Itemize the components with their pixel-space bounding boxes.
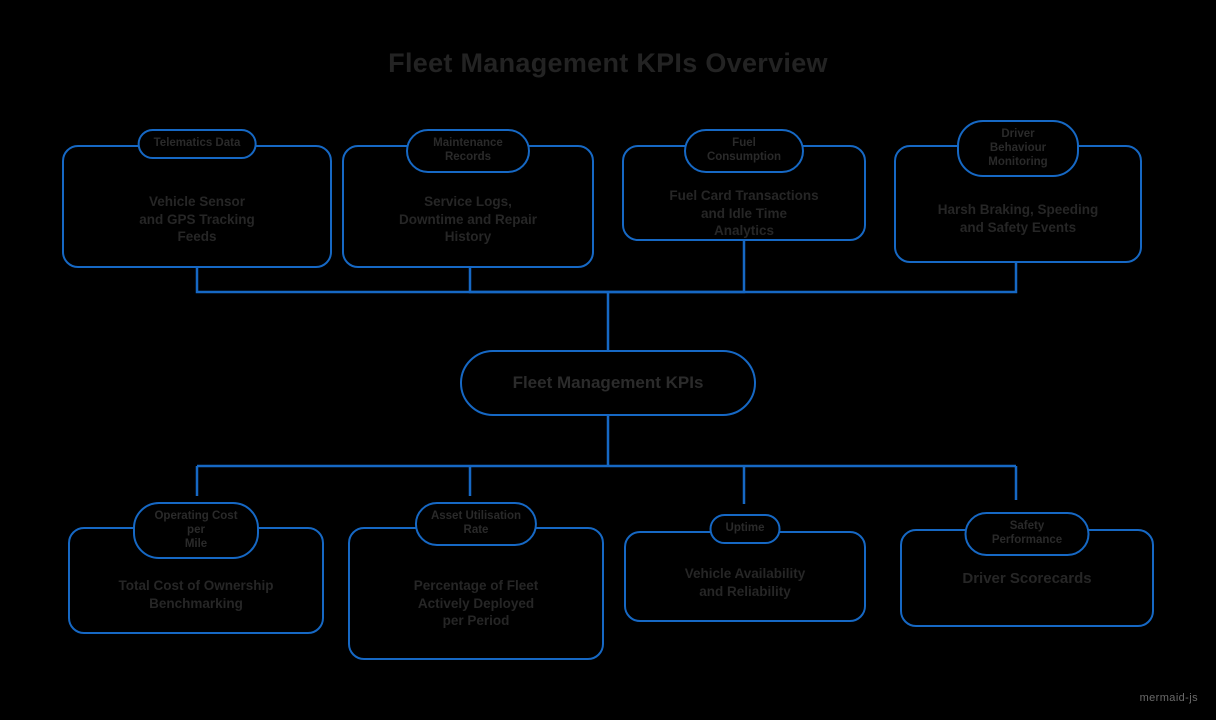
edge-in4-hub [608,263,1018,294]
node-header: Operating Cost per Mile [133,502,259,560]
node-body: Service Logs, Downtime and Repair Histor… [398,194,538,245]
node-maintenance-records[interactable]: Maintenance Records Service Logs, Downti… [342,129,594,268]
node-operating-cost-per-mile[interactable]: Operating Cost per Mile Total Cost of Ow… [68,502,324,634]
node-header: Maintenance Records [406,129,530,173]
node-telematics-data[interactable]: Telematics Data Vehicle Sensor and GPS T… [62,129,332,268]
node-body: Fuel Card Transactions and Idle Time Ana… [669,188,819,239]
node-body: Driver Scorecards [962,570,1092,587]
node-driver-behaviour[interactable]: Driver Behaviour Monitoring Harsh Brakin… [894,120,1142,263]
node-body: Vehicle Sensor and GPS Tracking Feeds [139,194,255,245]
node-safety-performance[interactable]: Safety Performance Driver Scorecards [900,512,1154,627]
watermark: mermaid-js [1139,692,1198,704]
node-header: Driver Behaviour Monitoring [957,120,1079,178]
node-body: Percentage of Fleet Actively Deployed pe… [413,578,539,629]
node-header: Safety Performance [964,512,1090,556]
page-title: Fleet Management KPIs Overview [388,48,828,78]
node-fleet-management-kpis[interactable]: Fleet Management KPIs [460,350,756,416]
node-header: Uptime [709,514,781,544]
edge-in3-hub [608,241,746,294]
node-body: Harsh Braking, Speeding and Safety Event… [937,202,1099,235]
node-body: Vehicle Availability and Reliability [684,566,806,599]
node-body: Total Cost of Ownership Benchmarking [118,578,274,611]
node-asset-utilisation-rate[interactable]: Asset Utilisation Rate Percentage of Fle… [348,502,604,660]
hub-label: Fleet Management KPIs [512,373,704,392]
edge-in1-hub [195,268,608,294]
node-header: Fuel Consumption [684,129,804,173]
node-fuel-consumption[interactable]: Fuel Consumption Fuel Card Transactions … [622,129,866,241]
node-header: Asset Utilisation Rate [414,502,538,546]
edge-in2-hub [468,268,608,294]
node-header: Telematics Data [137,129,257,159]
node-uptime[interactable]: Uptime Vehicle Availability and Reliabil… [624,514,866,622]
